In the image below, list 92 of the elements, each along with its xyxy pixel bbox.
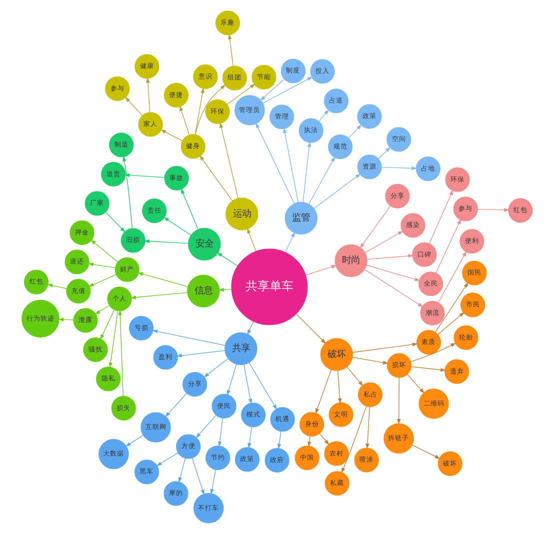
arrow <box>156 452 178 466</box>
arrow <box>434 282 468 332</box>
arrow <box>435 218 460 274</box>
arrow <box>318 433 329 446</box>
arrow <box>336 370 342 404</box>
arrow <box>380 166 417 170</box>
arrow <box>144 239 188 244</box>
node-circle: 信息 <box>186 274 220 308</box>
arrow <box>46 284 67 289</box>
arrow <box>108 310 118 368</box>
node-circle: 安全 <box>188 228 220 261</box>
arrow <box>124 435 143 447</box>
arrow <box>210 469 216 494</box>
arrow <box>216 252 238 266</box>
arrow <box>248 362 276 410</box>
arrow <box>276 431 281 450</box>
arrow <box>476 208 509 212</box>
arrow <box>318 109 329 122</box>
arrow <box>194 84 226 135</box>
arrow <box>137 272 188 288</box>
arrow <box>130 292 188 300</box>
arrow <box>218 288 232 292</box>
node-circle: 监管 <box>284 202 317 235</box>
arrow <box>246 228 256 252</box>
arrow <box>178 458 186 483</box>
arrow <box>104 212 125 232</box>
arrow <box>195 414 216 438</box>
arrow <box>437 251 466 303</box>
node-circle: 运动 <box>224 198 258 230</box>
arrow <box>366 254 413 260</box>
arrow <box>255 122 294 204</box>
arrow <box>100 310 114 340</box>
arrow <box>410 366 446 372</box>
arrow <box>406 374 424 394</box>
arrow <box>243 364 252 404</box>
arrow <box>315 369 332 414</box>
arrow <box>282 128 298 203</box>
arrow <box>179 106 190 136</box>
arrow <box>340 406 366 474</box>
arrow <box>428 190 453 244</box>
arrow <box>176 350 225 358</box>
arrow <box>118 310 123 396</box>
arrow <box>88 274 116 287</box>
node-circle: 共享 <box>224 332 257 366</box>
arrow <box>364 268 423 308</box>
arrow <box>152 330 225 346</box>
arrow <box>90 240 118 262</box>
arrow <box>364 230 403 253</box>
arrow <box>124 96 142 116</box>
arrow <box>58 318 74 322</box>
arrow <box>247 426 252 448</box>
arrow <box>227 34 233 66</box>
arrow <box>180 188 198 230</box>
arrow <box>164 392 187 418</box>
arrow <box>411 444 440 459</box>
arrow <box>88 262 116 268</box>
arrow <box>226 364 236 396</box>
arrow <box>304 265 336 276</box>
arrow <box>124 173 164 178</box>
arrow <box>94 305 110 314</box>
arrow <box>378 147 390 159</box>
arrow <box>160 130 182 142</box>
arrow <box>308 156 334 204</box>
arrow <box>191 458 204 495</box>
arrow <box>366 264 420 282</box>
arrow <box>260 78 284 101</box>
arrow <box>346 366 363 386</box>
arrow <box>396 377 400 424</box>
arrow <box>194 88 204 135</box>
arrow <box>226 84 255 105</box>
arrow <box>146 77 150 113</box>
arrow <box>365 406 370 449</box>
arrow <box>307 436 311 447</box>
arrow <box>352 342 418 353</box>
arrow <box>284 232 294 252</box>
arrow <box>302 142 311 202</box>
node-circle: 共享单车 <box>230 248 308 326</box>
arrow <box>203 358 228 378</box>
arrow <box>262 76 312 104</box>
arrow <box>198 155 232 202</box>
arrow <box>217 418 222 447</box>
arrow <box>313 174 360 209</box>
arrow <box>163 216 191 236</box>
arrow <box>246 321 254 336</box>
arrow <box>437 312 464 335</box>
arrow <box>122 156 132 229</box>
arrow <box>219 122 238 199</box>
arrow <box>352 356 388 364</box>
arrow <box>410 342 456 362</box>
arrow <box>359 206 390 248</box>
arrow <box>348 124 362 138</box>
arrow <box>296 314 326 344</box>
